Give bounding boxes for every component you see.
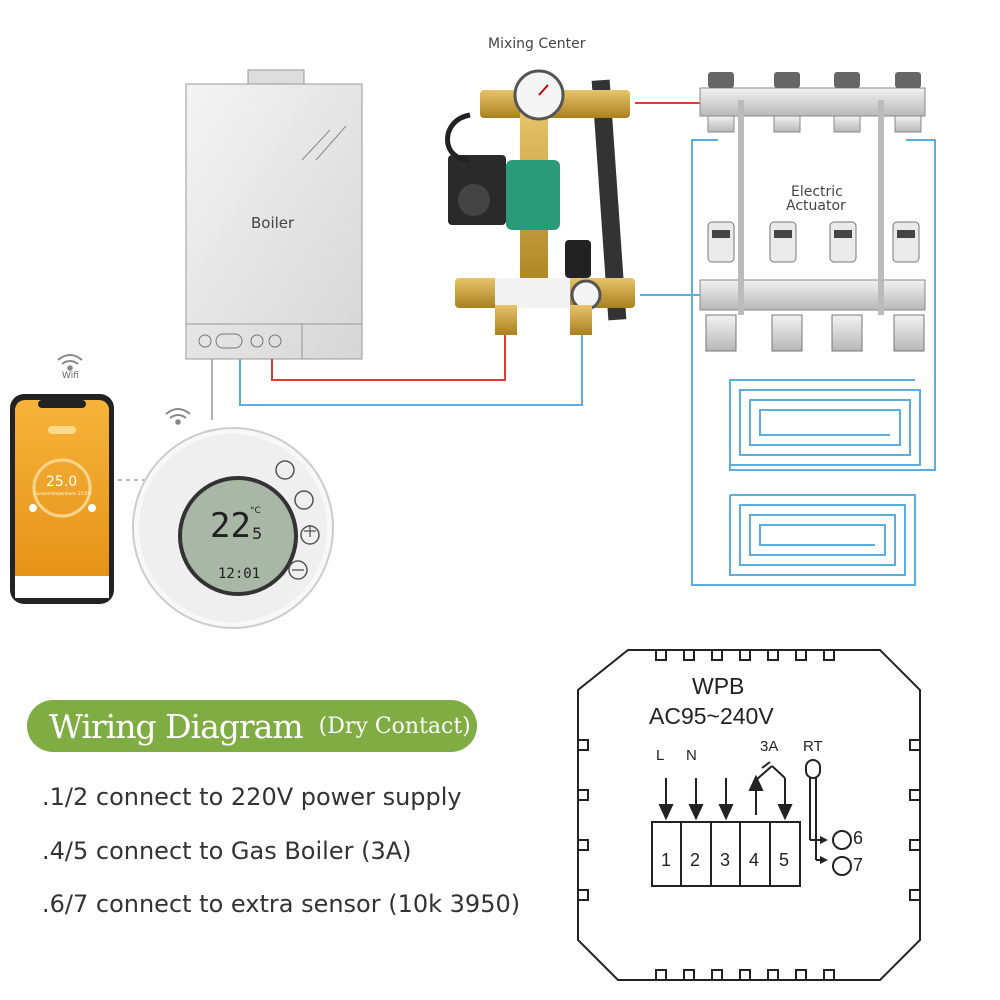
mixing-center bbox=[445, 69, 635, 335]
wifi-label: Wifi bbox=[62, 371, 79, 381]
terminal-5: 5 bbox=[779, 850, 790, 870]
phone-current-temp: Current temperature: 25.0°C bbox=[34, 491, 92, 496]
terminal-7: 7 bbox=[853, 855, 864, 875]
wifi-icon bbox=[57, 354, 83, 371]
label-3A: 3A bbox=[760, 738, 779, 755]
module-model: WPB bbox=[692, 673, 745, 699]
electric-actuator-label-2: Actuator bbox=[786, 198, 846, 214]
thermostat-wifi-icon bbox=[165, 408, 191, 425]
mixing-center-label: Mixing Center bbox=[488, 36, 586, 52]
module-voltage: AC95~240V bbox=[649, 703, 774, 729]
connection-line-3: .6/7 connect to extra sensor (10k 3950) bbox=[42, 890, 521, 918]
terminal-1: 1 bbox=[661, 850, 672, 870]
phone-temperature: 25.0 bbox=[46, 474, 78, 490]
thermostat-unit: °C bbox=[250, 506, 261, 516]
wiring-title: Wiring Diagram bbox=[49, 706, 304, 746]
label-RT: RT bbox=[803, 738, 823, 755]
thermostat-decimal: 5 bbox=[252, 524, 263, 543]
label-L: L bbox=[656, 747, 665, 764]
pipes bbox=[211, 102, 936, 586]
terminal-2: 2 bbox=[690, 850, 701, 870]
terminal-4: 4 bbox=[749, 850, 760, 870]
thermostat bbox=[132, 427, 334, 629]
wiring-diagram-banner: Wiring Diagram (Dry Contact) bbox=[27, 700, 477, 752]
boiler-label: Boiler bbox=[251, 214, 295, 232]
wiring-subtitle: (Dry Contact) bbox=[318, 713, 471, 739]
wpb-module bbox=[577, 649, 921, 981]
thermostat-clock: 12:01 bbox=[218, 566, 261, 582]
manifold bbox=[699, 72, 926, 352]
label-N: N bbox=[686, 747, 697, 764]
terminal-3: 3 bbox=[720, 850, 731, 870]
terminal-6: 6 bbox=[853, 828, 864, 848]
boiler bbox=[185, 69, 363, 360]
electric-actuator-label-1: Electric bbox=[791, 184, 843, 200]
thermostat-temperature: 22 bbox=[210, 506, 251, 546]
connection-line-1: .1/2 connect to 220V power supply bbox=[42, 783, 462, 811]
connection-line-2: .4/5 connect to Gas Boiler (3A) bbox=[42, 837, 412, 865]
smartphone bbox=[10, 394, 114, 604]
